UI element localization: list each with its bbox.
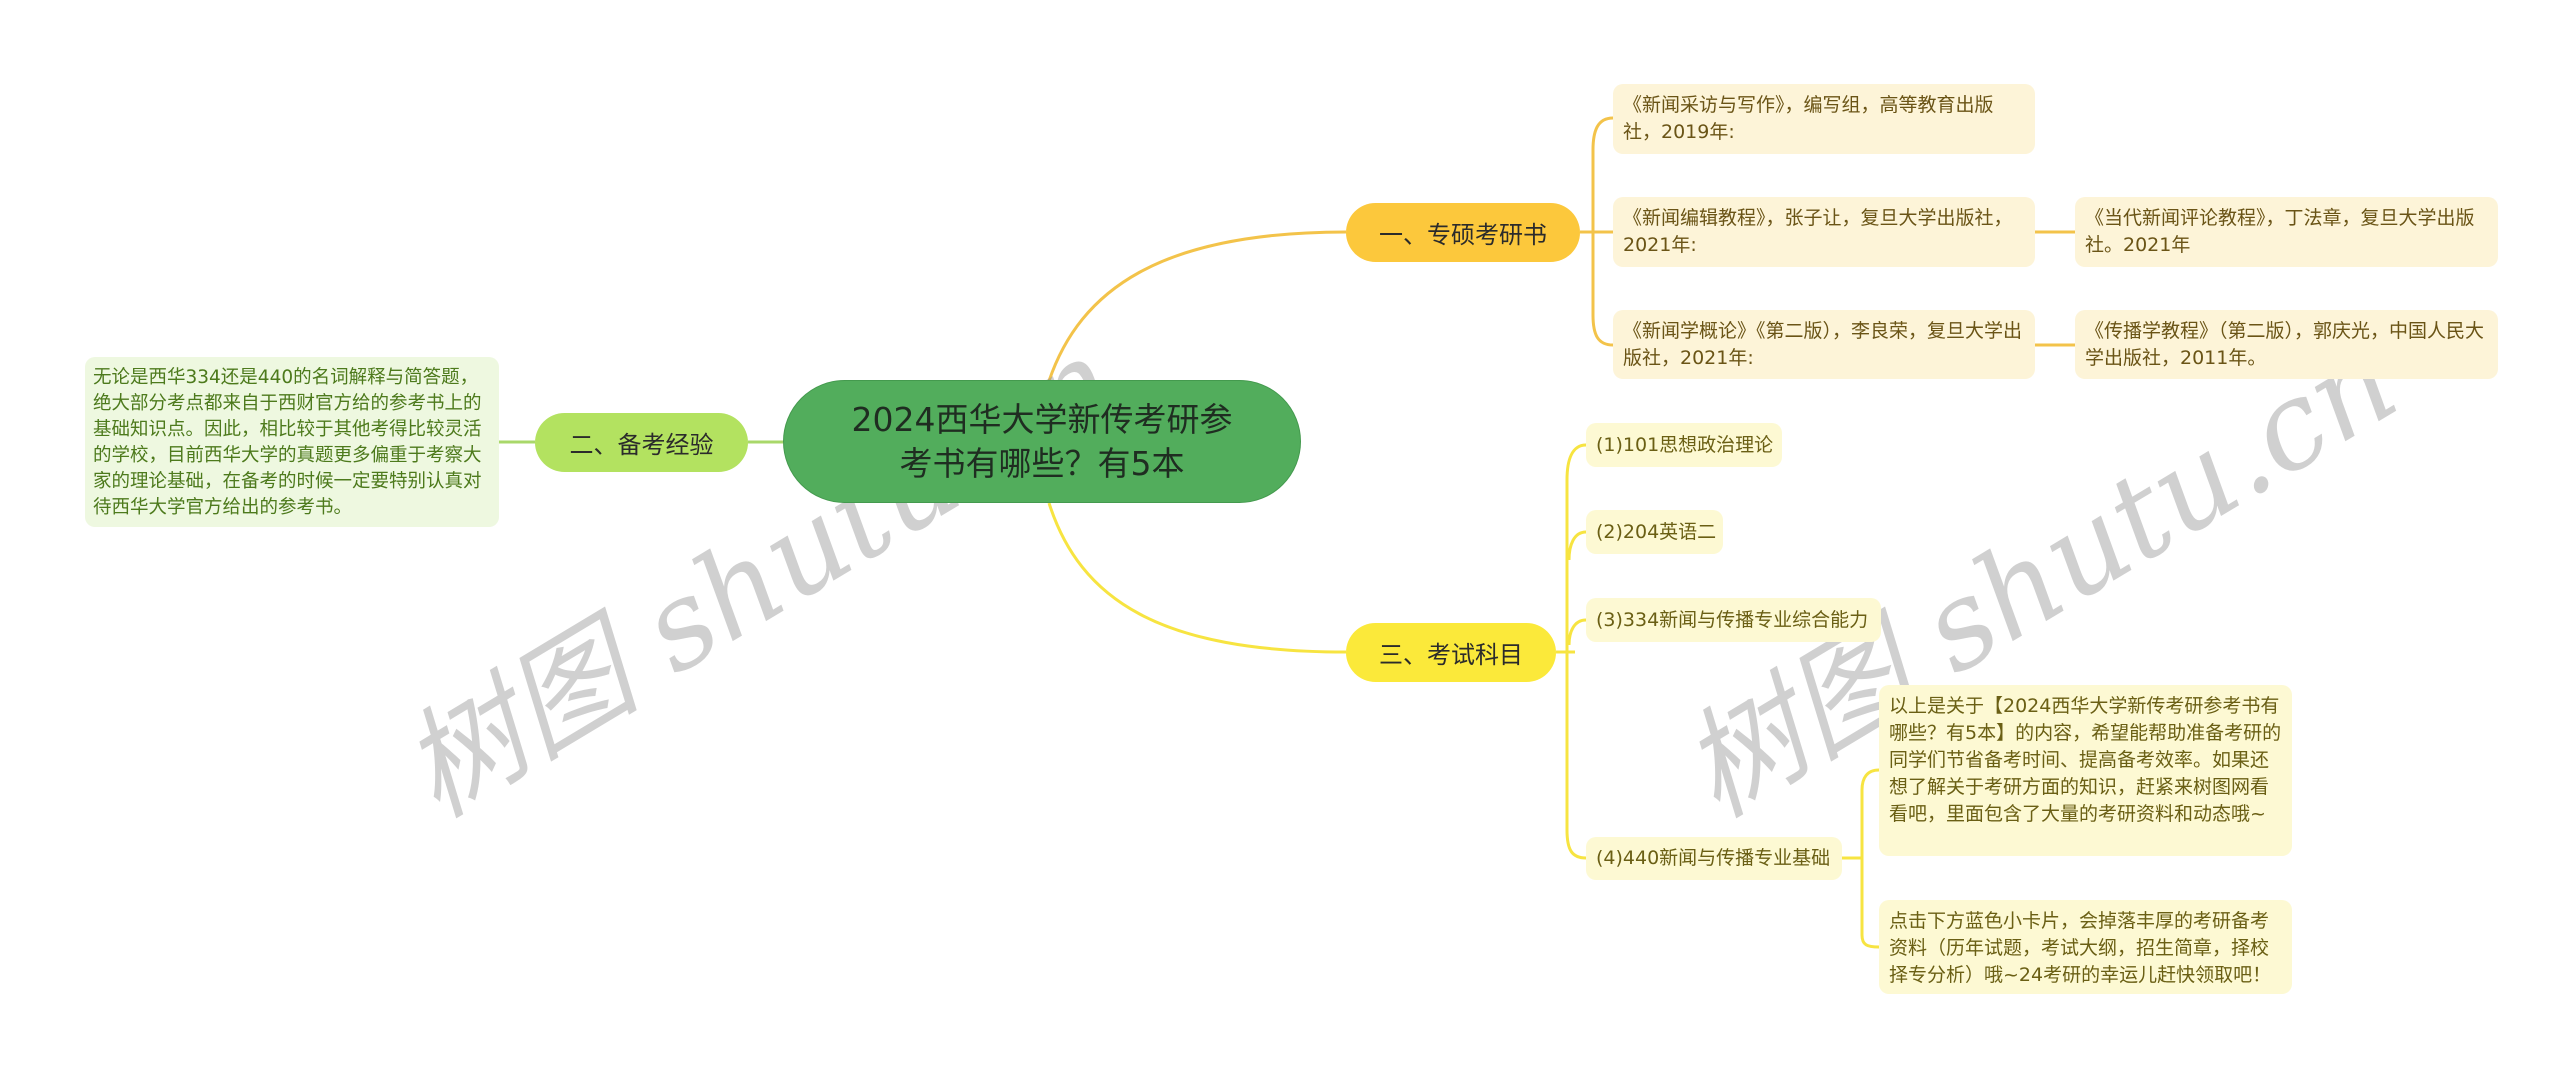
note-text: 无论是西华334还是440的名词解释与简答题，绝大部分考点都来自于西财官方给的参…	[93, 367, 482, 518]
book-item[interactable]: 《新闻学概论》《第二版），李良荣，复旦大学出版社，2021年:	[1613, 310, 2035, 379]
book-text: 《传播学教程》（第二版），郭庆光，中国人民大学出版社，2011年。	[2085, 320, 2485, 369]
note-text: 点击下方蓝色小卡片，会掉落丰厚的考研备考资料（历年试题，考试大纲，招生简章，择校…	[1889, 910, 2272, 986]
summary-note[interactable]: 以上是关于【2024西华大学新传考研参考书有哪些？有5本】的内容，希望能帮助准备…	[1879, 685, 2292, 856]
root-topic[interactable]: 2024西华大学新传考研参考书有哪些？有5本	[783, 380, 1301, 503]
book-text: 《新闻采访与写作》，编写组，高等教育出版社，2019年:	[1623, 94, 1994, 143]
branch-exam-subjects[interactable]: 三、考试科目	[1346, 623, 1556, 682]
subject-text: (4)440新闻与传播专业基础	[1596, 847, 1831, 869]
subject-text: (1)101思想政治理论	[1596, 433, 1774, 456]
book-text: 《当代新闻评论教程》，丁法章，复旦大学出版社。2021年	[2085, 207, 2475, 256]
subject-text: (2)204英语二	[1596, 520, 1717, 543]
subject-item[interactable]: (1)101思想政治理论	[1586, 423, 1782, 467]
subject-item[interactable]: (4)440新闻与传播专业基础	[1586, 837, 1842, 880]
branch-beikao-jingyan[interactable]: 二、备考经验	[535, 413, 748, 472]
branch-label: 一、专硕考研书	[1379, 221, 1547, 249]
subject-text: (3)334新闻与传播专业综合能力	[1596, 608, 1869, 631]
promo-note[interactable]: 点击下方蓝色小卡片，会掉落丰厚的考研备考资料（历年试题，考试大纲，招生简章，择校…	[1879, 900, 2292, 994]
book-item[interactable]: 《新闻编辑教程》，张子让，复旦大学出版社，2021年:	[1613, 197, 2035, 267]
book-subitem[interactable]: 《当代新闻评论教程》，丁法章，复旦大学出版社。2021年	[2075, 197, 2498, 267]
beikao-experience-note[interactable]: 无论是西华334还是440的名词解释与简答题，绝大部分考点都来自于西财官方给的参…	[85, 357, 499, 527]
book-text: 《新闻学概论》《第二版），李良荣，复旦大学出版社，2021年:	[1623, 320, 2023, 369]
book-subitem[interactable]: 《传播学教程》（第二版），郭庆光，中国人民大学出版社，2011年。	[2075, 310, 2498, 379]
book-text: 《新闻编辑教程》，张子让，复旦大学出版社，2021年:	[1623, 207, 2013, 256]
subject-item[interactable]: (2)204英语二	[1586, 510, 1723, 554]
root-title: 2024西华大学新传考研参考书有哪些？有5本	[851, 399, 1233, 483]
branch-label: 二、备考经验	[569, 431, 714, 459]
note-text: 以上是关于【2024西华大学新传考研参考书有哪些？有5本】的内容，希望能帮助准备…	[1889, 695, 2282, 825]
branch-zhuanshuo-books[interactable]: 一、专硕考研书	[1346, 203, 1580, 262]
subject-item[interactable]: (3)334新闻与传播专业综合能力	[1586, 598, 1881, 642]
branch-label: 三、考试科目	[1379, 641, 1523, 669]
book-item[interactable]: 《新闻采访与写作》，编写组，高等教育出版社，2019年:	[1613, 84, 2035, 154]
